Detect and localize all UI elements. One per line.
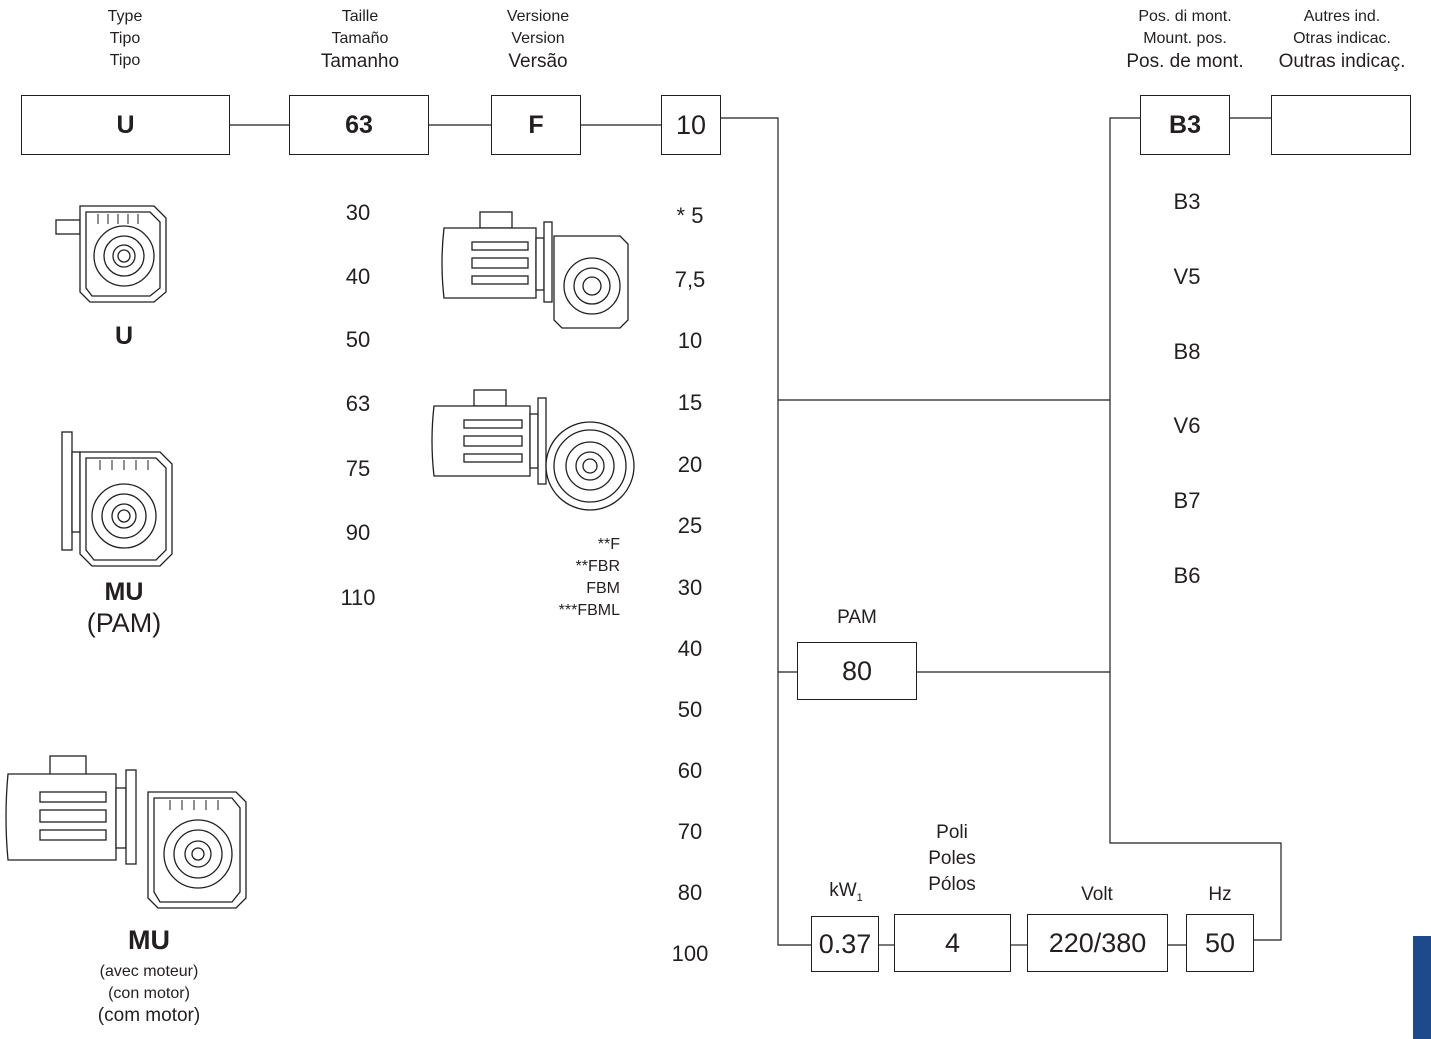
poles-code-box: 4 <box>894 914 1011 972</box>
ratio-option: 70 <box>677 819 703 844</box>
size-option: 40 <box>345 264 371 289</box>
other-code-box <box>1271 95 1411 155</box>
type-mu-pam-sublabel: (PAM) <box>86 608 162 638</box>
version-fbm-image <box>431 389 635 511</box>
size-option: 63 <box>345 391 371 416</box>
ratio-option: 60 <box>677 758 703 783</box>
pam-code-box: 80 <box>797 642 917 700</box>
size-option: 75 <box>345 456 371 481</box>
ratio-option: 50 <box>677 697 703 722</box>
type-mu-motor-sublabel: (avec moteur) (con motor) (com motor) <box>97 963 201 1026</box>
version-f-image <box>441 211 629 329</box>
ratio-option: 100 <box>671 941 709 966</box>
ratio-option: 15 <box>677 390 703 415</box>
header-mount-position: Pos. di mont.Mount. pos.Pos. de mont. <box>1126 8 1244 72</box>
page-tab <box>1413 936 1431 1039</box>
size-option: 30 <box>345 200 371 225</box>
kw-label: kW1 <box>829 880 863 904</box>
ratio-option: 7,5 <box>674 267 706 292</box>
version-code-box: F <box>491 95 581 155</box>
mount-option: B6 <box>1173 563 1201 588</box>
gearbox-mu-pam-image <box>61 431 173 567</box>
mount-option: V6 <box>1173 413 1201 438</box>
ratio-option: 25 <box>677 513 703 538</box>
volt-code-box: 220/380 <box>1027 914 1168 972</box>
gearbox-u-image <box>55 205 167 303</box>
volt-label: Volt <box>1081 884 1113 905</box>
ratio-option: 80 <box>677 880 703 905</box>
size-code-box: 63 <box>289 95 429 155</box>
ratio-option: 30 <box>677 575 703 600</box>
mount-code-box: B3 <box>1140 95 1230 155</box>
type-code-box: U <box>21 95 230 155</box>
kw-code-box: 0.37 <box>811 916 879 972</box>
size-option: 110 <box>340 585 376 610</box>
pam-label: PAM <box>837 607 877 628</box>
header-other-indications: Autres ind.Otras indicac.Outras indicaç. <box>1278 8 1406 72</box>
ratio-option: * 5 <box>676 203 704 228</box>
ratio-option: 10 <box>677 328 703 353</box>
gearbox-mu-motor-image <box>5 755 247 909</box>
type-mu-pam-label: MU <box>104 578 144 606</box>
ratio-option: 20 <box>677 452 703 477</box>
mount-option: B7 <box>1173 488 1201 513</box>
mount-option: B3 <box>1173 189 1201 214</box>
version-notes: **F **FBR FBM ***FBML <box>558 536 620 619</box>
mount-option: B8 <box>1173 339 1201 364</box>
ratio-option: 40 <box>677 636 703 661</box>
type-u-label: U <box>114 322 134 350</box>
ratio-code-box: 10 <box>661 95 721 155</box>
mount-option: V5 <box>1173 264 1201 289</box>
type-mu-motor-label: MU <box>128 925 170 955</box>
hz-label: Hz <box>1208 884 1232 905</box>
size-option: 90 <box>345 520 371 545</box>
size-option: 50 <box>345 327 371 352</box>
hz-code-box: 50 <box>1186 914 1254 972</box>
